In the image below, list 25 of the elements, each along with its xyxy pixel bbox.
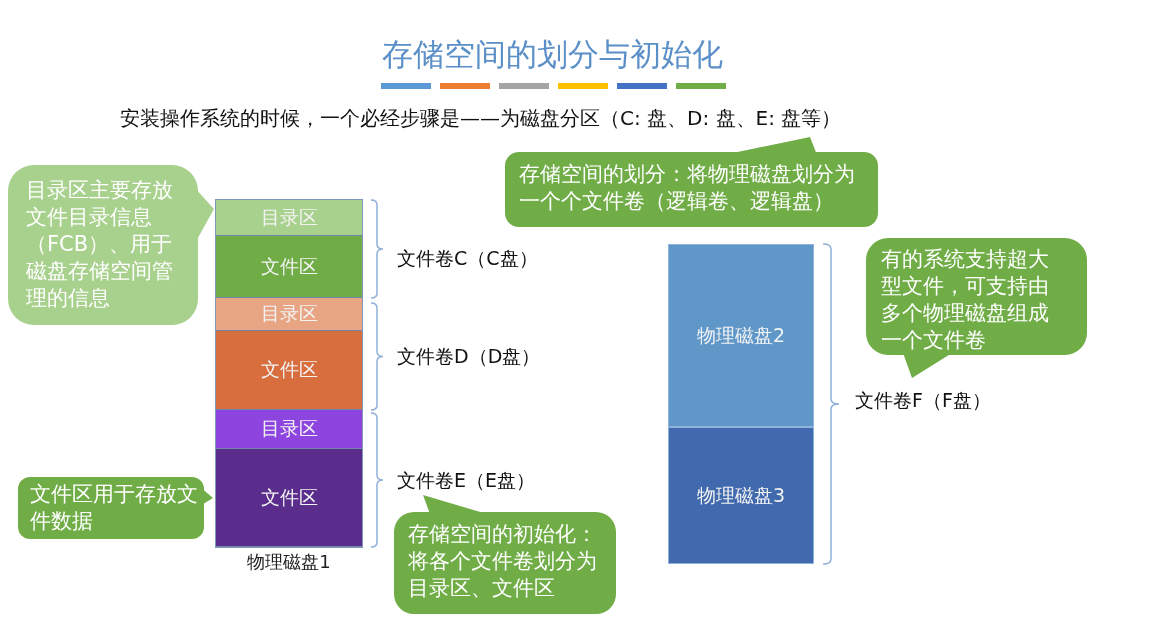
- partition-segment: 文件区: [216, 236, 362, 298]
- callout-text: 文件区用于存放文件数据: [30, 481, 198, 535]
- callout-text: 存储空间的划分：将物理磁盘划分为一个个文件卷（逻辑卷、逻辑盘）: [519, 161, 856, 215]
- volume-label: 文件卷E（E盘）: [397, 468, 535, 492]
- partition-segment: 文件区: [216, 449, 362, 547]
- speech-bubble: [18, 477, 214, 539]
- callout-text: 存储空间的初始化：将各个文件卷划分为目录区、文件区: [408, 521, 598, 602]
- subtitle-text: 安装操作系统的时候，一个必经步骤是——为磁盘分区（C: 盘、D: 盘、E: 盘等）: [120, 106, 842, 130]
- disk-block: 物理磁盘3: [668, 427, 814, 564]
- speech-bubble: [505, 137, 878, 227]
- speech-bubble: [394, 495, 616, 614]
- volume-label: 文件卷F（F盘）: [855, 388, 991, 412]
- volume-label: 文件卷C（C盘）: [397, 246, 538, 270]
- callout-text: 目录区主要存放文件目录信息（FCB）、用于磁盘存储空间管理的信息: [26, 177, 174, 312]
- speech-bubble: [866, 238, 1087, 378]
- disk-caption: 物理磁盘1: [246, 550, 332, 574]
- partition-segment: 目录区: [216, 298, 362, 331]
- slide-title: 存储空间的划分与初始化: [381, 35, 724, 74]
- partition-segment: 文件区: [216, 331, 362, 410]
- disk-block: 物理磁盘2: [668, 244, 814, 427]
- partition-segment: 目录区: [216, 410, 362, 449]
- partition-segment: 目录区: [216, 200, 362, 236]
- callout-text: 有的系统支持超大型文件，可支持由多个物理磁盘组成一个文件卷: [881, 246, 1050, 354]
- speech-bubble: [8, 165, 215, 326]
- volume-label: 文件卷D（D盘）: [397, 344, 541, 368]
